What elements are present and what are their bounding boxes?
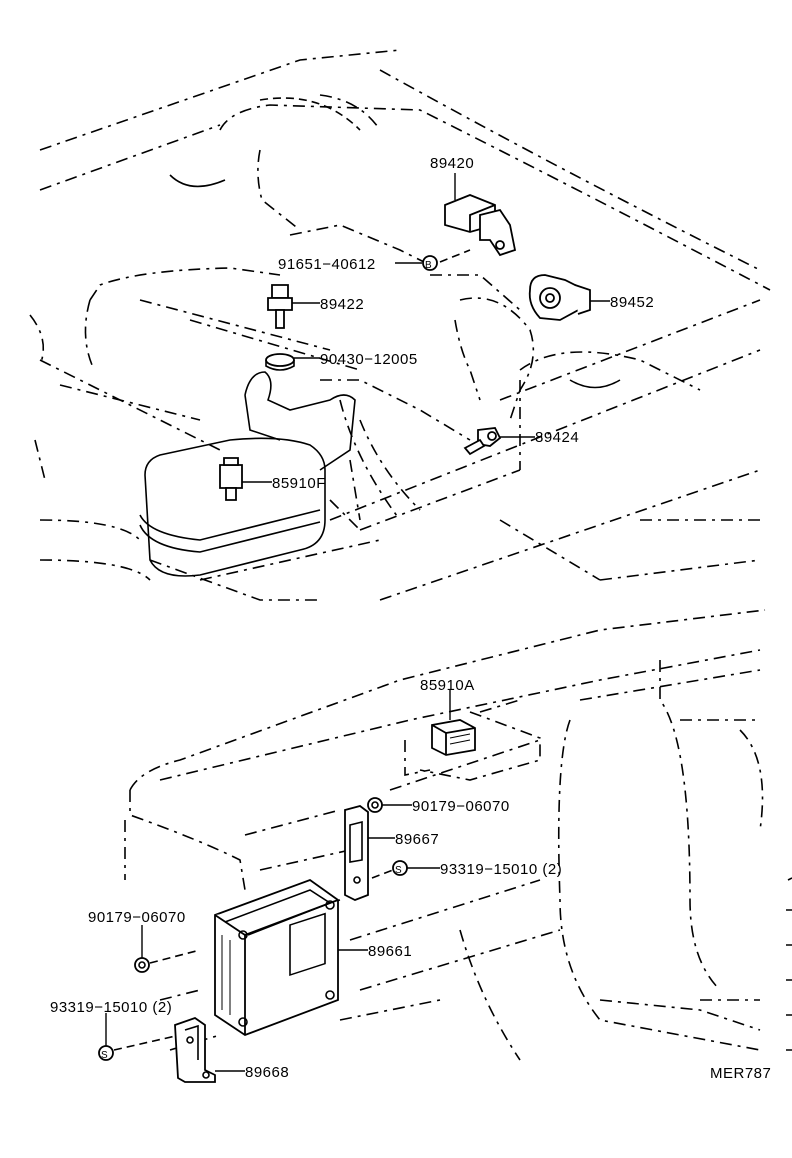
label-89452: 89452: [610, 294, 654, 311]
label-89668: 89668: [245, 1064, 289, 1081]
bracket-89668-icon: [174, 1016, 216, 1083]
label-89667: 89667: [395, 831, 439, 848]
connector-85910a-icon: [431, 719, 476, 756]
bolt-b-marker: B: [422, 255, 438, 271]
marker-s-upper: S: [395, 865, 402, 876]
drawing-code: MER787: [710, 1065, 771, 1082]
label-90179-lower: 90179−06070: [88, 909, 186, 926]
marker-s-lower: S: [101, 1050, 108, 1061]
label-89422: 89422: [320, 296, 364, 313]
label-90179-upper: 90179−06070: [412, 798, 510, 815]
bracket-89667-icon: [344, 805, 369, 901]
nut-90179-upper-icon: [367, 797, 383, 813]
label-85910a: 85910A: [420, 677, 475, 694]
sensor-89424-icon: [463, 427, 502, 456]
temp-sensor-89422-icon: [267, 284, 293, 329]
label-85910f: 85910F: [272, 475, 326, 492]
label-89424: 89424: [535, 429, 579, 446]
marker-b: B: [425, 260, 432, 271]
engine-compartment-outline: [29, 49, 771, 601]
ecu-89661-icon: [214, 878, 339, 1037]
label-89661: 89661: [368, 943, 412, 960]
label-93319-lower: 93319−15010 (2): [50, 999, 172, 1016]
bolt-s-upper-marker: S: [392, 860, 408, 876]
label-91651: 91651−40612: [278, 256, 376, 273]
gasket-90430-icon: [265, 353, 295, 371]
edge-marks: [786, 877, 792, 1051]
label-90430: 90430−12005: [320, 351, 418, 368]
bolt-s-lower-marker: S: [98, 1045, 114, 1061]
label-93319-upper: 93319−15010 (2): [440, 861, 562, 878]
label-89420: 89420: [430, 155, 474, 172]
connector-85910f-icon: [219, 457, 243, 501]
sensor-89420-icon: [444, 194, 517, 257]
throttle-sensor-89452-icon: [528, 274, 591, 321]
nut-90179-lower-icon: [134, 957, 150, 973]
